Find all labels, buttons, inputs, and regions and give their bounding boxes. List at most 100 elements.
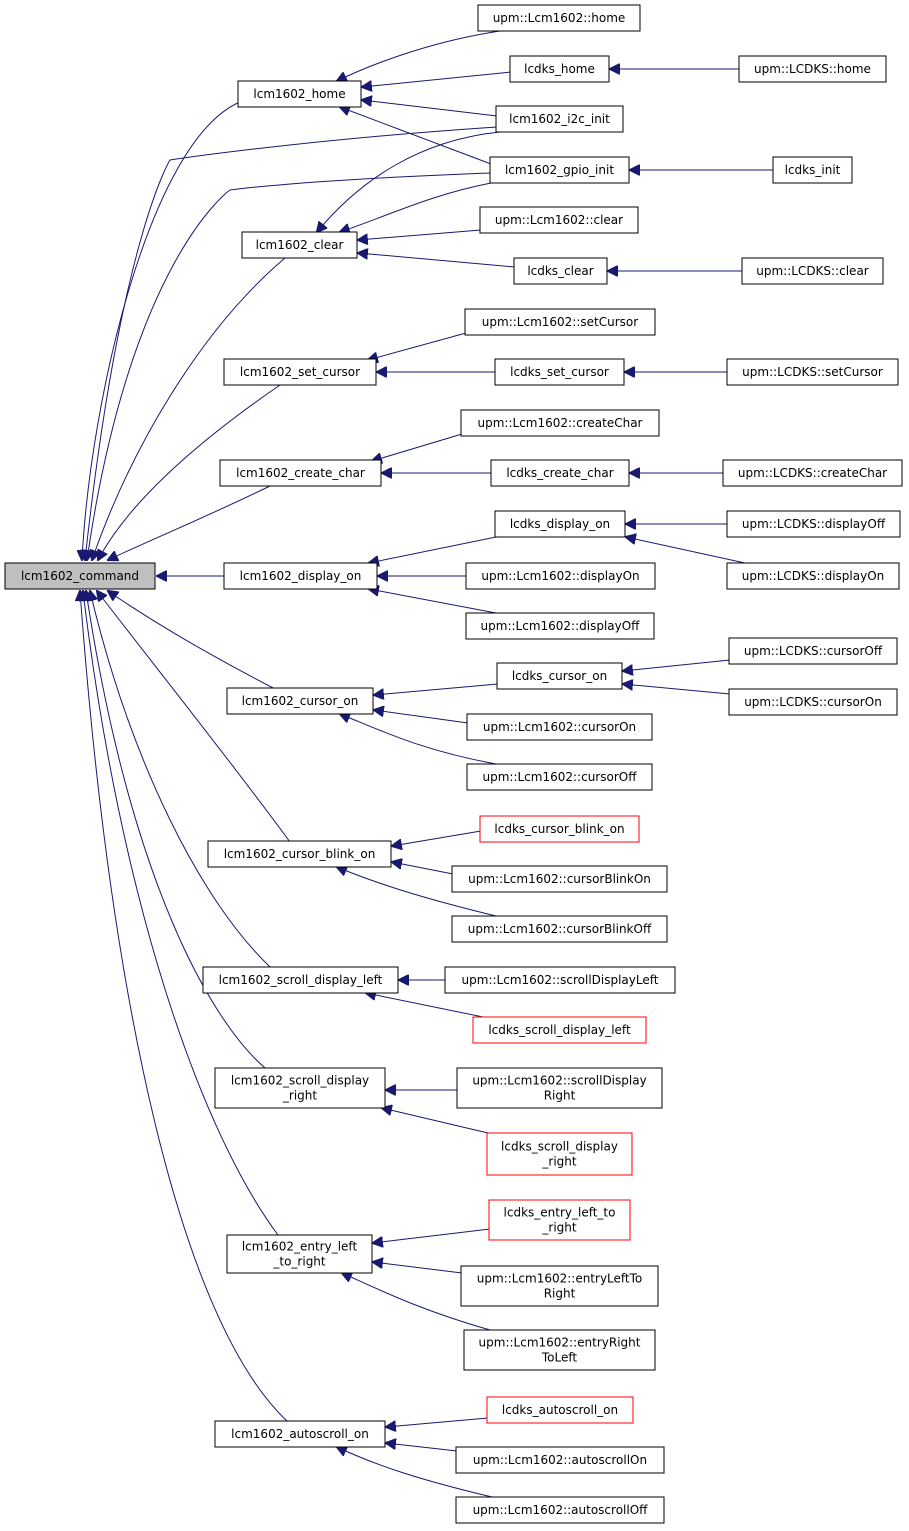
node-box xyxy=(479,815,640,843)
node-upm-autoscrollon[interactable]: upm::Lcm1602::autoscrollOn xyxy=(455,1446,665,1474)
node-box xyxy=(490,459,630,487)
node-cursor-on[interactable]: lcm1602_cursor_on xyxy=(226,687,374,715)
node-label: upm::Lcm1602::entryLeftTo xyxy=(477,1272,643,1286)
node-entry-ltr[interactable]: lcm1602_entry_left_to_right xyxy=(226,1234,373,1274)
node-label: Right xyxy=(544,1287,576,1301)
node-upm-cursorblinkoff[interactable]: upm::Lcm1602::cursorBlinkOff xyxy=(451,915,668,943)
node-label: _right xyxy=(282,1089,317,1103)
node-upm-clear[interactable]: upm::Lcm1602::clear xyxy=(479,206,639,234)
node-display-on[interactable]: lcm1602_display_on xyxy=(223,562,378,590)
node-label: upm::Lcm1602::cursorBlinkOn xyxy=(468,872,651,886)
node-lcdks-upm-cursoron[interactable]: upm::LCDKS::cursorOn xyxy=(728,688,898,716)
edge-lcdks-upm-displayon-to-lcdks-display-on xyxy=(626,537,746,564)
node-cursor-blink-on[interactable]: lcm1602_cursor_blink_on xyxy=(207,840,392,868)
node-scroll-left[interactable]: lcm1602_scroll_display_left xyxy=(202,966,399,994)
node-box xyxy=(495,105,624,133)
node-lcdks-cursor-blink-on[interactable]: lcdks_cursor_blink_on xyxy=(479,815,640,843)
node-upm-home[interactable]: upm::Lcm1602::home xyxy=(477,4,641,32)
node-scroll-right[interactable]: lcm1602_scroll_display_right xyxy=(214,1067,386,1109)
node-box xyxy=(738,55,887,83)
node-label: upm::Lcm1602::cursorOff xyxy=(483,770,638,784)
edge-upm-entryrtl-to-entry-ltr xyxy=(342,1273,491,1331)
node-box xyxy=(465,612,655,640)
node-label: upm::Lcm1602::entryRight xyxy=(479,1336,641,1350)
node-autoscroll-on[interactable]: lcm1602_autoscroll_on xyxy=(214,1420,386,1448)
node-lcdks-upm-displayon[interactable]: upm::LCDKS::displayOn xyxy=(726,562,900,590)
node-root[interactable]: lcm1602_command xyxy=(4,562,156,590)
edge-scroll-right-to-root xyxy=(86,591,266,1069)
node-label: lcm1602_autoscroll_on xyxy=(231,1427,369,1441)
node-lcdks-entry-ltr[interactable]: lcdks_entry_left_to_right xyxy=(488,1199,631,1241)
node-upm-createchar[interactable]: upm::Lcm1602::createChar xyxy=(460,409,660,437)
node-box xyxy=(489,156,630,184)
node-upm-scrollleft[interactable]: upm::Lcm1602::scrollDisplayLeft xyxy=(444,966,676,994)
node-upm-autoscrolloff[interactable]: upm::Lcm1602::autoscrollOff xyxy=(455,1496,665,1524)
node-lcdks-scroll-right[interactable]: lcdks_scroll_display_right xyxy=(486,1132,633,1176)
node-box xyxy=(451,915,668,943)
node-lcdks-upm-setcursor[interactable]: upm::LCDKS::setCursor xyxy=(726,358,899,386)
node-upm-cursorblinkon[interactable]: upm::Lcm1602::cursorBlinkOn xyxy=(451,865,668,893)
node-lcdks-display-on[interactable]: lcdks_display_on xyxy=(494,510,626,538)
node-label: upm::Lcm1602::displayOn xyxy=(481,569,639,583)
node-box xyxy=(726,510,901,538)
node-i2c-init[interactable]: lcm1602_i2c_init xyxy=(495,105,624,133)
edge-upm-cursorblinkoff-to-cursor-blink-on xyxy=(337,867,497,917)
node-label: lcdks_init xyxy=(785,163,841,177)
edge-cursor-on-to-root xyxy=(108,591,276,690)
node-box xyxy=(726,562,900,590)
edge-lcdks-upm-cursoroff-to-lcdks-cursor-on xyxy=(623,659,731,671)
node-home[interactable]: lcm1602_home xyxy=(237,80,362,108)
node-lcdks-scroll-left[interactable]: lcdks_scroll_display_left xyxy=(472,1016,647,1044)
node-gpio-init[interactable]: lcm1602_gpio_init xyxy=(489,156,630,184)
node-box xyxy=(465,562,656,590)
node-box xyxy=(486,1396,634,1424)
edge-lcdks-display-on-to-display-on xyxy=(369,536,497,563)
node-upm-cursoron[interactable]: upm::Lcm1602::cursorOn xyxy=(466,713,653,741)
node-box xyxy=(455,1446,665,1474)
node-box xyxy=(241,231,358,259)
node-lcdks-clear[interactable]: lcdks_clear xyxy=(513,257,608,285)
node-label: lcm1602_display_on xyxy=(240,569,362,583)
node-clear[interactable]: lcm1602_clear xyxy=(241,231,358,259)
node-label: _to_right xyxy=(272,1255,326,1269)
node-lcdks-cursor-on[interactable]: lcdks_cursor_on xyxy=(496,662,623,690)
node-box xyxy=(728,688,898,716)
edge-upm-autoscrolloff-to-autoscroll-on xyxy=(337,1447,493,1498)
edge-lcdks-scroll-right-to-scroll-right xyxy=(382,1108,489,1134)
node-label: lcm1602_entry_left xyxy=(242,1240,358,1254)
node-box xyxy=(202,966,399,994)
node-lcdks-home[interactable]: lcdks_home xyxy=(509,55,610,83)
node-label: upm::Lcm1602::scrollDisplay xyxy=(472,1074,646,1088)
node-upm-cursoroff[interactable]: upm::Lcm1602::cursorOff xyxy=(466,763,653,791)
node-upm-displayoff[interactable]: upm::Lcm1602::displayOff xyxy=(465,612,655,640)
node-label: upm::Lcm1602::cursorBlinkOff xyxy=(468,922,652,936)
node-label: upm::LCDKS::createChar xyxy=(738,466,887,480)
node-lcdks-upm-clear[interactable]: upm::LCDKS::clear xyxy=(741,257,884,285)
edge-gpio-init-to-home xyxy=(340,107,492,165)
node-upm-displayon[interactable]: upm::Lcm1602::displayOn xyxy=(465,562,656,590)
node-box xyxy=(466,713,653,741)
node-label: upm::Lcm1602::clear xyxy=(495,213,623,227)
node-label: lcm1602_cursor_on xyxy=(242,694,359,708)
node-lcdks-upm-createchar[interactable]: upm::LCDKS::createChar xyxy=(722,459,903,487)
node-set-cursor[interactable]: lcm1602_set_cursor xyxy=(223,358,377,386)
node-box xyxy=(214,1420,386,1448)
edge-gpio-init-to-root xyxy=(87,172,492,560)
node-lcdks-init[interactable]: lcdks_init xyxy=(772,156,853,184)
node-lcdks-autoscroll-on[interactable]: lcdks_autoscroll_on xyxy=(486,1396,634,1424)
node-label: lcm1602_gpio_init xyxy=(505,163,614,177)
node-box xyxy=(223,562,378,590)
node-upm-setcursor[interactable]: upm::Lcm1602::setCursor xyxy=(464,308,656,336)
node-box xyxy=(456,1067,663,1109)
node-create-char[interactable]: lcm1602_create_char xyxy=(219,459,382,487)
node-lcdks-create-char[interactable]: lcdks_create_char xyxy=(490,459,630,487)
node-lcdks-set-cursor[interactable]: lcdks_set_cursor xyxy=(494,358,625,386)
node-lcdks-upm-displayoff[interactable]: upm::LCDKS::displayOff xyxy=(726,510,901,538)
node-label: lcdks_entry_left_to xyxy=(504,1206,616,1220)
node-lcdks-upm-home[interactable]: upm::LCDKS::home xyxy=(738,55,887,83)
node-box xyxy=(488,1199,631,1241)
node-lcdks-upm-cursoroff[interactable]: upm::LCDKS::cursorOff xyxy=(728,637,898,665)
